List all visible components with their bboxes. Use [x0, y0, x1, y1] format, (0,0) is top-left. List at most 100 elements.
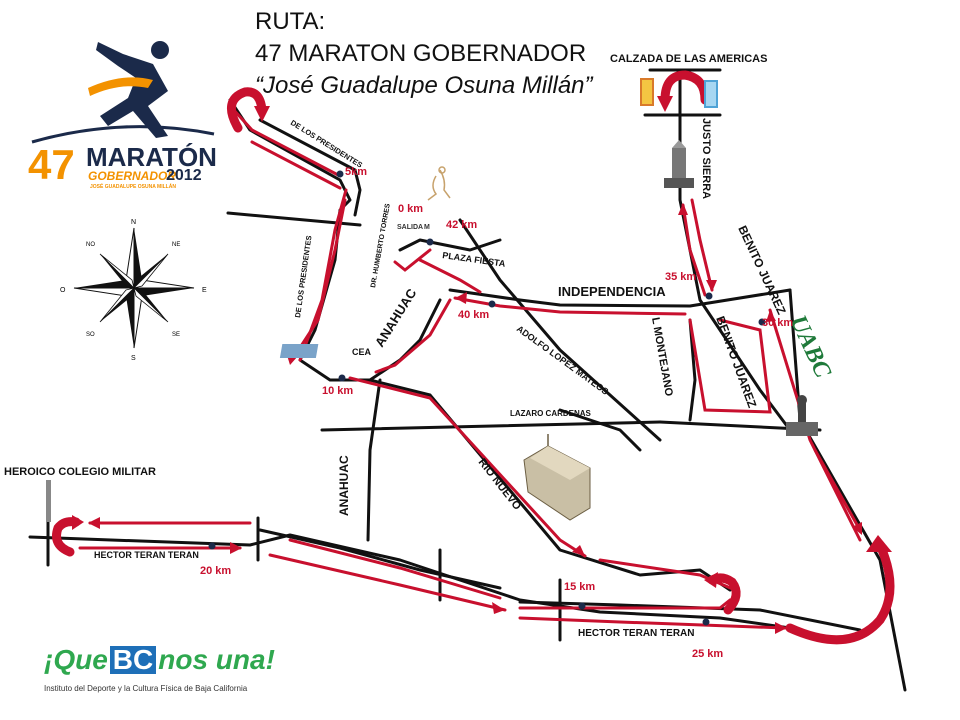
arrow-icon: [678, 203, 688, 215]
km-label-42: 42 km: [446, 219, 477, 231]
route-segment-north: [230, 106, 342, 178]
street-humberto: DR. HUMBERTO TORRES: [370, 203, 392, 289]
street-presidentes-1: DE LOS PRESIDENTES: [289, 118, 364, 170]
km-label-20: 20 km: [200, 565, 231, 577]
colegio-marker: [46, 480, 51, 522]
km-dot-35: [705, 292, 713, 300]
institute-name: Instituto del Deporte y la Cultura Físic…: [44, 684, 248, 693]
route-arrowheads: [88, 203, 862, 634]
compass-se: SE: [172, 332, 180, 338]
route-segment-benito-north: [768, 308, 862, 542]
route-segment-justo-down: [690, 198, 714, 292]
street-anahuac-1: ANAHUAC: [372, 285, 420, 349]
route-segment-anahuac: [374, 298, 452, 374]
km-label-5: 5km: [345, 166, 367, 178]
cea-label: CEA: [352, 347, 372, 357]
slogan-post: nos una!: [158, 644, 275, 675]
km-dot-10: [338, 374, 346, 382]
route-segment-rio-east: [598, 558, 737, 592]
road-independencia: [448, 288, 792, 308]
route-segment-rio: [348, 376, 587, 558]
slogan-pre: ¡Que: [44, 644, 108, 675]
arrow-icon: [72, 515, 84, 530]
arrow-icon: [88, 517, 100, 529]
compass-n: N: [131, 219, 136, 226]
route-segment-north-return: [250, 140, 342, 190]
route-segment-presidentes: [290, 198, 347, 362]
route-segment-hector-sur: [518, 598, 732, 610]
arrow-icon: [704, 572, 718, 588]
arrow-icon: [657, 96, 673, 112]
street-adolfo: ADOLFO LOPEZ MATEOS: [515, 324, 611, 397]
slogan-bc: BC: [109, 646, 157, 674]
arrow-icon: [766, 310, 776, 322]
logo-word: MARATÓN: [86, 142, 217, 172]
route-segment-hector-west: [288, 538, 502, 600]
arrow-icon: [254, 106, 270, 122]
road-monteano: [688, 318, 697, 422]
street-plaza-fiesta: PLAZA FIESTA: [442, 250, 507, 269]
u-turn-south: [785, 540, 895, 645]
compass-so: SO: [86, 332, 95, 338]
road-anahuac-lower: [366, 378, 382, 542]
u-turn-colegio: [52, 517, 81, 557]
street-benito-1: BENITO JUAREZ: [735, 223, 788, 316]
logo-sub-word: GOBERNADOR: [88, 169, 177, 183]
cea-badge: CEA: [279, 344, 372, 358]
route-segment-hector-east: [268, 553, 507, 612]
compass-e: E: [202, 287, 207, 294]
road-adolfo: [458, 218, 662, 442]
road-rio-nuevo: [368, 378, 732, 592]
compass-no: NO: [86, 242, 95, 248]
u-turn-calzada: [660, 70, 710, 105]
street-hector-1: HECTOR TERAN TERAN: [94, 550, 199, 560]
km-dot-5: [336, 170, 344, 178]
arrow-icon: [706, 280, 717, 292]
monument-icon: [786, 395, 818, 436]
road-presidentes-east: [258, 118, 362, 217]
route-segment-loop: [688, 318, 772, 414]
u-turn-rio: [707, 573, 741, 615]
arrow-icon: [572, 545, 585, 556]
marathon-logo: 47 MARATÓN GOBERNADOR 2012 JOSÉ GUADALUP…: [28, 36, 218, 196]
street-justo-sierra: JUSTO SIERRA: [700, 118, 712, 199]
road-plaza-fiesta: [398, 238, 502, 252]
u-turn-heads: [72, 96, 892, 588]
arrow-icon: [230, 542, 242, 554]
km-dot-25: [702, 618, 710, 626]
route-segment-start: [393, 248, 432, 272]
km-label-10: 10 km: [322, 385, 353, 397]
street-lazaro: LAZARO CARDENAS: [510, 409, 592, 418]
km-label-35: 35 km: [665, 271, 696, 283]
street-calzada: CALZADA DE LAS AMERICAS: [610, 53, 767, 65]
route-segment-justo: [681, 203, 707, 297]
km-label-30: 30 km: [762, 317, 793, 329]
km-dot-40: [488, 300, 496, 308]
road-benito-east: [788, 288, 907, 692]
street-independencia: INDEPENDENCIA: [558, 284, 666, 299]
title-line-2: 47 MARATON GOBERNADOR: [255, 40, 587, 67]
km-label-25: 25 km: [692, 648, 723, 660]
compass-s: S: [131, 355, 136, 362]
logo-number: 47: [28, 141, 75, 188]
street-heroico: HEROICO COLEGIO MILITAR: [4, 466, 156, 478]
arrow-icon: [455, 292, 467, 304]
u-turn-arrows: [52, 70, 895, 645]
logo-year: 2012: [166, 167, 202, 184]
arrow-icon: [852, 522, 862, 535]
km-label-40: 40 km: [458, 309, 489, 321]
road-network: [28, 68, 907, 692]
route-segment-benito-south: [813, 448, 862, 532]
km-markers: [208, 170, 766, 626]
arrow-icon: [775, 622, 787, 634]
label-salida: SALIDA: [397, 224, 423, 231]
compass-rose-icon: N S E O NE NO SE SO: [60, 219, 207, 362]
route-segment-plaza: [418, 258, 482, 294]
arrow-icon: [492, 602, 505, 614]
km-dot-0: [426, 238, 434, 246]
stadium-icon: [523, 434, 591, 521]
street-anahuac-2: ANAHUAC: [337, 455, 351, 516]
